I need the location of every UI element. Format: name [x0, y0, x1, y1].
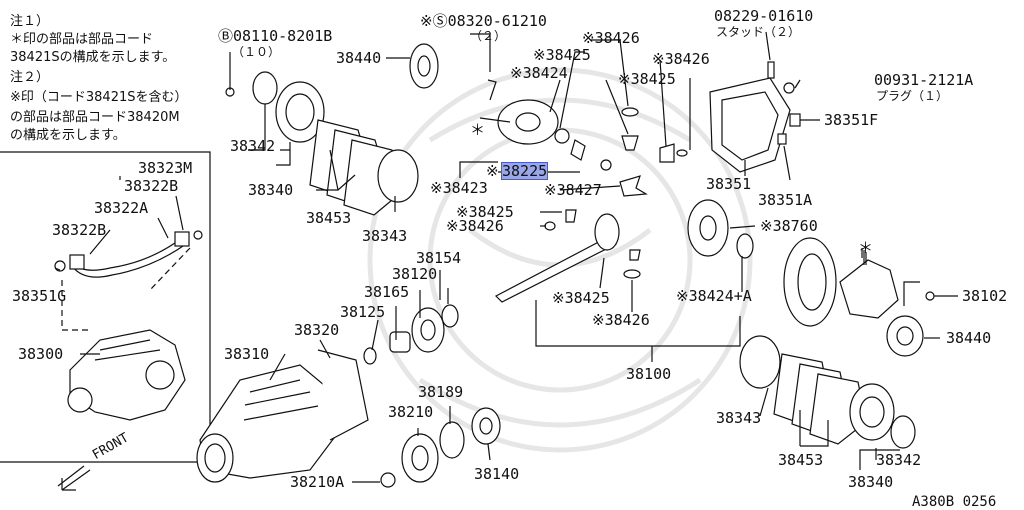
callout-38423: ※38423: [430, 179, 488, 197]
drive-pinion: [494, 213, 641, 303]
callout-38154: 38154: [416, 249, 462, 267]
callout-38425-a: ※38425: [533, 46, 591, 64]
ring-gear: [783, 237, 935, 357]
callout-38342-right: 38342: [876, 451, 922, 469]
callout-38225-mark: ※: [486, 162, 499, 180]
callout-38440-right: 38440: [946, 329, 992, 347]
callout-38351f: 38351F: [824, 111, 879, 129]
inset-label-38323m: 38323M: [138, 159, 193, 177]
callout-38210a: 38210A: [290, 473, 345, 491]
callout-star-a: ＊: [470, 121, 486, 139]
callout-38453-right: 38453: [778, 451, 824, 469]
callout-38310: 38310: [224, 345, 270, 363]
callout-38760: ※38760: [760, 217, 818, 235]
callout-plug: 00931-2121A: [874, 71, 974, 89]
inset-label-38351g: 38351G: [12, 287, 67, 305]
callout-38425-b: ※38425: [618, 70, 676, 88]
callout-38340-left: 38340: [248, 181, 294, 199]
callout-38102: 38102: [962, 287, 1008, 305]
callout-38210: 38210: [388, 403, 434, 421]
note-line: ※印（コード38421Sを含む）: [10, 90, 188, 105]
rear-cover: [709, 61, 801, 173]
callout-38189: 38189: [418, 383, 464, 401]
inset-label-38322b-b: 38322B: [52, 221, 107, 239]
callout-38340-right: 38340: [848, 473, 894, 491]
callout-38427: ※38427: [544, 181, 602, 199]
callout-38440-top: 38440: [336, 49, 382, 67]
callout-screw-s-qty: （２）: [470, 29, 507, 43]
callout-38425-c: ※38425: [456, 203, 514, 221]
callout-38165: 38165: [364, 283, 410, 301]
callout-38100: 38100: [626, 365, 672, 383]
callout-bolt-b-qty: （１０）: [232, 45, 281, 59]
bearing-top: [409, 43, 439, 89]
callout-38453-left: 38453: [306, 209, 352, 227]
callout-plug-sub: プラグ（１）: [876, 89, 949, 103]
side-flange-right: [739, 335, 916, 449]
callout-38342-left: 38342: [230, 137, 276, 155]
callout-38425-d: ※38425: [552, 289, 610, 307]
leader-lines: [54, 31, 958, 483]
callout-38426-c: ※38426: [446, 217, 504, 235]
note-line: 注１）: [10, 14, 50, 29]
callout-38140: 38140: [474, 465, 520, 483]
callout-stud-sub: スタッド（２）: [716, 25, 801, 39]
pinion-gears-top: [544, 107, 688, 231]
side-bearing-38760: [687, 199, 754, 259]
differential-case: [487, 79, 648, 197]
callout-screw-s: ※Ⓢ08320-61210: [420, 12, 547, 30]
callout-38351: 38351: [706, 175, 752, 193]
gear-carrier: [196, 349, 369, 483]
inset-breather-hose: [54, 230, 203, 331]
callout-38125: 38125: [340, 303, 386, 321]
callout-38426-d: ※38426: [592, 311, 650, 329]
inset-label-38322b-a: 38322B: [124, 177, 179, 195]
note-line: の部品は部品コード38420M: [10, 110, 180, 125]
note-line: ＊印の部品は部品コード: [10, 32, 154, 47]
callout-38343-right: 38343: [716, 409, 762, 427]
inset-frame: [0, 151, 211, 463]
front-arrow-icon: [57, 465, 91, 491]
inset-label-38300: 38300: [18, 345, 64, 363]
figure-code: A380B 0256: [912, 494, 997, 510]
inset-diff-carrier: [67, 329, 186, 421]
callout-38351a: 38351A: [758, 191, 813, 209]
callout-star-b: ＊: [858, 239, 874, 257]
callout-38320: 38320: [294, 321, 340, 339]
callout-38424: ※38424: [510, 64, 568, 82]
note-line: 38421Sの構成を示します。: [10, 50, 176, 65]
callout-38343-left: 38343: [362, 227, 408, 245]
inset-label-38322a: 38322A: [94, 199, 149, 217]
callout-38426-a: ※38426: [582, 29, 640, 47]
callout-38120: 38120: [392, 265, 438, 283]
note-line: の構成を示します。: [10, 128, 126, 143]
callout-38426-b: ※38426: [652, 50, 710, 68]
callout-bolt-b: Ⓑ08110-8201B: [218, 27, 333, 45]
callout-38424a: ※38424+A: [676, 287, 752, 305]
pinion-bearing-parts: [363, 304, 501, 488]
note-line: 注２）: [10, 70, 50, 85]
callout-38225[interactable]: 38225: [500, 162, 549, 180]
callout-stud: 08229-01610: [714, 7, 814, 25]
